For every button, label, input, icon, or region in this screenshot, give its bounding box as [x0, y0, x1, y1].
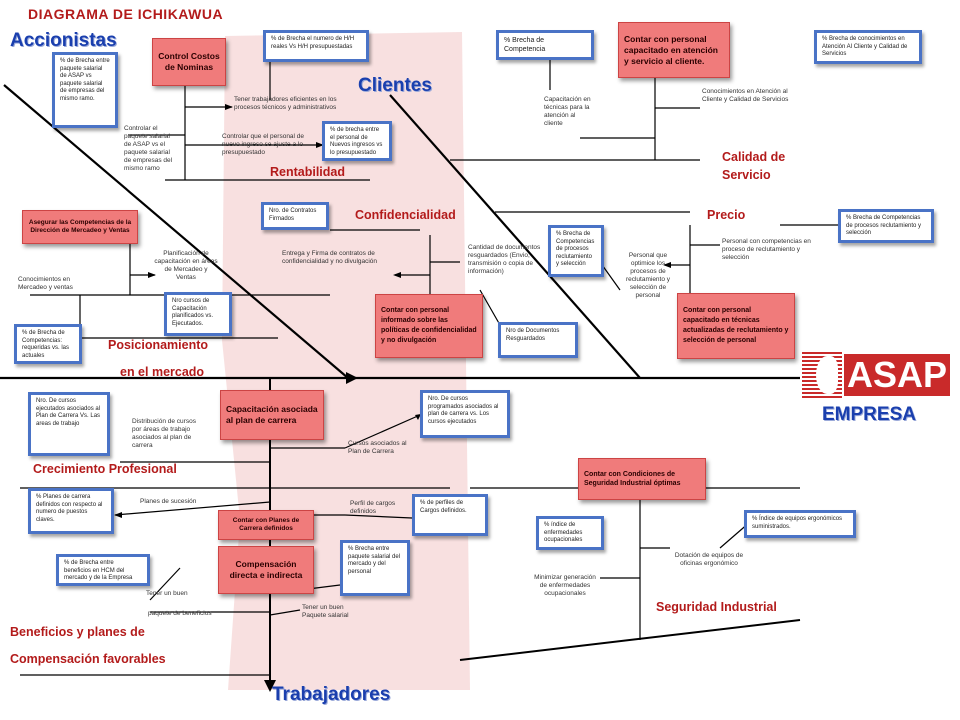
note-planificacion: Planificación de capacitación en áreas d… [154, 250, 218, 281]
box-contar-informado: Contar con personal informado sobre las … [375, 294, 483, 358]
indicator-indice-equipos: % Índice de equipos ergonómicos suminist… [744, 510, 856, 538]
note-minimizar: Minimizar generación de enfermedades ocu… [534, 574, 596, 597]
indicator-brecha-paquete: % Brecha entre paquete salarial del merc… [340, 540, 410, 596]
category-posicionamiento-2: en el mercado [120, 365, 205, 379]
asap-logo: ASAP [802, 352, 952, 398]
category-confidencialidad: Confidencialidad [355, 208, 456, 222]
indicator-brecha-competencia: % Brecha de Competencia [496, 30, 594, 60]
spine-arrowhead [346, 372, 358, 384]
indicator-brecha-comp-reclut: % Brecha de Competencias de procesos rec… [838, 209, 934, 243]
note-entrega-firma: Entrega y Firma de contratos de confiden… [282, 250, 378, 265]
note-personal-competencias: Personal con competencias en proceso de … [722, 238, 811, 261]
category-clientes: Clientes [358, 75, 432, 96]
indicator-perfiles-cargos: % de perfiles de Cargos definidos. [412, 494, 488, 536]
note-tener-buen-1: Tener un buen [146, 590, 188, 597]
box-compensacion: Compensación directa e indirecta [218, 546, 314, 594]
note-controlar-paquete: Controlar el paquete salarial de ASAP vs… [124, 125, 173, 172]
category-rentabilidad: Rentabilidad [270, 165, 346, 179]
trabajadores-arrowhead [264, 680, 276, 692]
box-control-costos: Control Costos de Nominas [152, 38, 226, 86]
box-contar-personal-cliente: Contar con personal capacitado en atenci… [618, 22, 730, 78]
note-perfil-cargos: Perfil de cargos definidos [350, 500, 396, 515]
indicator-indice-enfermedades: % índice de enfermedades ocupacionales [536, 516, 604, 550]
note-cantidad-documentos: Cantidad de documentos resguardados (Env… [468, 244, 541, 275]
category-trabajadores: Trabajadores [272, 684, 391, 705]
indicator-brecha-comp-actuales: % de Brecha de Competencias: requeridas … [14, 324, 82, 364]
indicator-planes-carrera-def: % Planes de carrera definidos con respec… [28, 488, 114, 534]
box-asegurar-competencias: Asegurar las Competencias de la Direcció… [22, 210, 138, 244]
indicator-brecha-reclutamiento: % Brecha de Competencias de procesos rec… [548, 225, 604, 277]
note-planes-sucesion: Planes de sucesión [140, 498, 197, 505]
note-dotacion-equipos: Dotación de equipos de oficinas ergonómi… [674, 552, 744, 567]
indicator-cursos-ejecutados: Nro. De cursos ejecutados asociados al P… [28, 392, 110, 456]
indicator-cursos-programados: Nro. De cursos programados asociados al … [420, 390, 510, 438]
category-beneficios-1: Beneficios y planes de [10, 625, 145, 639]
category-crecimiento: Crecimiento Profesional [33, 462, 177, 476]
indicator-brecha-conocimientos: % Brecha de conocimientos en Atención Al… [814, 30, 922, 64]
category-accionistas: Accionistas [10, 30, 117, 51]
indicator-contratos-firmados: Nro. de Contratos Firmados [261, 202, 329, 230]
indicator-docs-resguardados: Nro de Documentos Resguardados [498, 322, 578, 358]
note-controlar-personal: Controlar que el personal de nuevo ingre… [222, 133, 305, 156]
indicator-cursos-capacitacion: Nro cursos de Capacitación planificados … [164, 292, 232, 336]
note-personal-optimice: Personal que optimice los procesos de re… [625, 252, 671, 299]
indicator-brecha-ingresos: % de brecha entre el personal de Nuevos … [322, 121, 392, 161]
bone-accionistas [3, 84, 349, 379]
indicator-brecha-hh: % de Brecha el numero de H/H reales Vs H… [263, 30, 369, 62]
category-seguridad: Seguridad Industrial [656, 600, 777, 614]
category-calidad-servicio: Calidad de Servicio [722, 150, 786, 182]
note-distribucion-cursos: Distribución de cursos por áreas de trab… [132, 418, 196, 449]
note-tener-paquete-salarial: Tener un buen Paquete salarial [302, 604, 349, 619]
box-contar-reclutamiento: Contar con personal capacitado en técnic… [677, 293, 795, 359]
box-condiciones-seguridad: Contar con Condiciones de Seguridad Indu… [578, 458, 706, 500]
category-beneficios-2: Compensación favorables [10, 652, 166, 666]
indicator-brecha-salarial: % de Brecha entre paquete salarial de AS… [52, 52, 118, 128]
note-tener-trabajadores: Tener trabajadores eficientes en los pro… [234, 96, 337, 111]
box-planes-carrera: Contar con Planes de Carrera definidos [218, 510, 314, 540]
category-posicionamiento-1: Posicionamiento [108, 338, 209, 352]
note-conocimientos-atencion: Conocimientos en Atención al Cliente y C… [702, 88, 789, 103]
note-cursos-asociados: Cursos asociados al Plan de Carrera [348, 440, 407, 455]
note-conocimientos-mercadeo: Conocimientos en Mercadeo y ventas [18, 276, 73, 291]
note-capacitacion-tecnicas: Capacitación en técnicas para la atenció… [544, 96, 591, 127]
note-tener-buen-2: paquete de beneficios [148, 610, 212, 617]
logo-wordmark: ASAP [844, 354, 950, 396]
category-empresa: EMPRESA [822, 404, 916, 425]
category-precio: Precio [707, 208, 746, 222]
logo-profile-icon [816, 356, 838, 394]
box-capacitacion-plan: Capacitación asociada al plan de carrera [220, 390, 324, 440]
bone-clientes [389, 94, 641, 379]
page-title: DIAGRAMA DE ICHIKAWUA [28, 6, 224, 22]
indicator-brecha-beneficios: % de Brecha entre beneficios en HCM del … [56, 554, 150, 586]
